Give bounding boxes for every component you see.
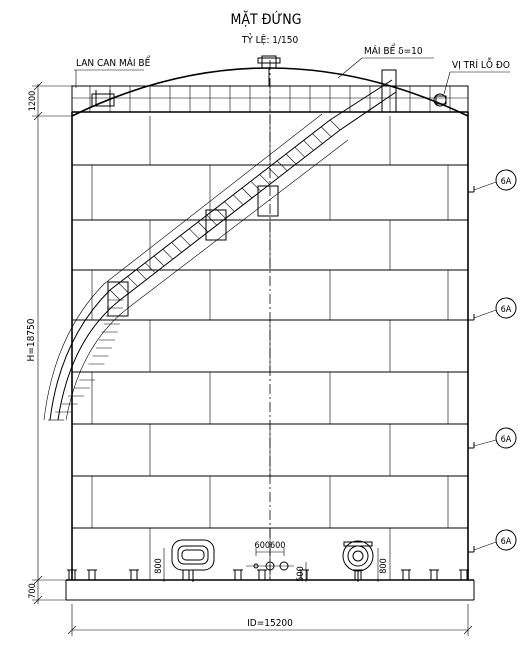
stair-rung — [118, 282, 130, 294]
dim-shell-height: H=18750 — [26, 318, 37, 361]
stair-landing-post — [381, 69, 397, 113]
spiral-stair — [43, 79, 397, 421]
stair-rung — [224, 201, 235, 212]
stair-rung — [259, 174, 270, 185]
dim-inner-diameter: ID=15200 — [247, 618, 293, 629]
anchor-bolt — [234, 569, 242, 581]
gauge-hole-fitting — [433, 93, 447, 107]
dim-manway-right: 800 — [379, 558, 389, 573]
stair-rung — [303, 140, 314, 151]
drawing-scale: TỶ LỆ: 1/150 — [241, 32, 299, 46]
label-roof-railing: LAN CAN MÁI BỂ — [76, 55, 151, 69]
callout-label: 6A — [501, 305, 512, 315]
anchor-bolt — [182, 569, 190, 581]
drawing-title: MẶT ĐỨNG — [231, 10, 302, 28]
stair-rung — [320, 126, 332, 138]
stair-rung — [250, 180, 262, 192]
stair-rung — [329, 119, 341, 131]
foundation — [65, 569, 475, 601]
stair-rung — [241, 187, 253, 199]
stair-rung — [285, 153, 297, 165]
stair-rung — [268, 167, 279, 178]
manway-right — [342, 540, 374, 582]
stair-rung — [312, 133, 323, 144]
callout-markers — [468, 169, 517, 553]
dimension-bottom — [67, 604, 473, 636]
callout-label: 6A — [501, 435, 512, 445]
stair-rung — [109, 289, 121, 301]
anchor-bolt — [88, 569, 96, 581]
manway-left — [171, 539, 215, 582]
anchor-bolt — [258, 569, 266, 581]
roof-hatch-left — [91, 90, 115, 107]
vent-on-roof — [257, 55, 281, 86]
stair-rung — [136, 269, 147, 280]
anchor-bolt — [460, 569, 468, 581]
anchor-bolt — [130, 569, 138, 581]
callout-label: 6A — [501, 537, 512, 547]
stair-rung — [188, 228, 200, 240]
stair-rung — [171, 242, 182, 253]
anchor-bolt — [402, 569, 410, 581]
nozzles — [246, 548, 294, 571]
callout-label: 6A — [501, 177, 512, 187]
dim-nozzle-spacing: 600600 — [255, 541, 286, 551]
dim-manway-left: 800 — [154, 558, 164, 573]
anchor-bolt — [430, 569, 438, 581]
dim-roof-height: 1200 — [28, 91, 38, 112]
dim-base-height: 700 — [28, 583, 38, 598]
stair-rung — [153, 255, 165, 267]
label-roof: MÁI BỂ δ=10 — [364, 43, 423, 57]
stair-rung — [144, 262, 156, 274]
stair-rung — [232, 194, 244, 206]
stair-rung — [276, 160, 288, 172]
stair-rung — [294, 146, 306, 158]
stair-rung — [162, 248, 174, 260]
stair-rung — [127, 276, 138, 287]
stair-rung — [180, 235, 191, 246]
dimension-left — [32, 81, 72, 605]
label-hole-position: VỊ TRÍ LỖ ĐO — [452, 56, 510, 71]
stair-rung — [206, 214, 218, 226]
